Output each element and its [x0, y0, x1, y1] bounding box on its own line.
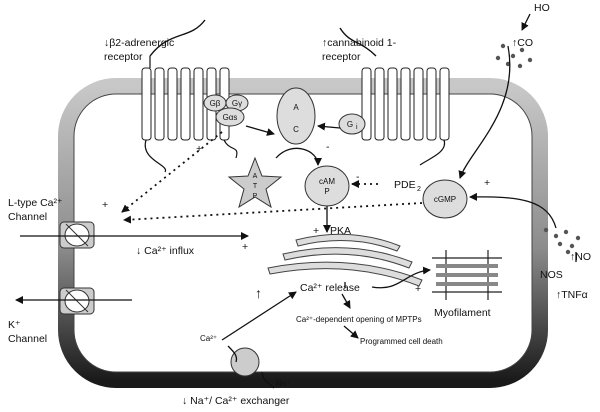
ca-influx-label: ↓ Ca²⁺ influx: [136, 245, 195, 257]
ca-release-label: Ca²⁺ release: [300, 282, 360, 294]
pka-label: PKA: [330, 225, 351, 237]
atp-to-camp-arrow: [275, 147, 322, 166]
atp-a: A: [253, 173, 258, 180]
no-label: ↑NO: [570, 251, 591, 263]
mptp-to-death-arrow: [343, 325, 359, 339]
ca-to-release-arrow: [221, 291, 297, 341]
co-label: ↑CO: [512, 37, 533, 49]
l-type-ca-channel: [59, 221, 95, 249]
plus-pka: +: [313, 225, 319, 237]
plus-myofilament: +: [415, 283, 421, 295]
l-type-label: L-type Ca²⁺: [8, 197, 63, 209]
co-to-cgmp-arrow: [458, 45, 511, 179]
pde-sub-label: 2: [417, 186, 421, 193]
k-channel: [59, 287, 95, 315]
atp-p: P: [253, 193, 258, 200]
cgmp-label: cGMP: [434, 195, 456, 204]
beta2-label-2: receptor: [104, 51, 143, 63]
camp-label: cAM: [319, 177, 335, 186]
l-type-label-2: Channel: [8, 211, 47, 223]
minus-pde: -: [356, 171, 360, 183]
cell-death-label: Programmed cell death: [360, 337, 443, 346]
gi-sub-label: i: [356, 124, 358, 131]
plus-gs: +: [196, 143, 202, 155]
g-gamma-label: Gγ: [232, 99, 242, 108]
gs-protein: [203, 94, 249, 127]
sarcoplasmic-reticulum: [267, 233, 423, 287]
k-channel-label: K⁺: [8, 319, 21, 331]
atp-t: T: [253, 183, 258, 190]
gi-protein: [338, 113, 366, 135]
co-molecules: [495, 43, 533, 69]
na-ion-label: Na⁺: [276, 379, 290, 388]
cb1-label: ↑cannabinoid 1-: [322, 37, 397, 49]
release-to-myofilament-arrow: [371, 266, 431, 289]
nos-label: NOS: [540, 269, 563, 281]
plus-cgmp: +: [484, 177, 490, 189]
ac-label-a: A: [293, 103, 299, 112]
exchanger-ca-arrow: [227, 345, 238, 363]
myofilament-label: Myofilament: [434, 307, 491, 319]
ho-to-co-arrow: [521, 13, 531, 31]
no-molecules: [543, 227, 581, 255]
ac-label-c: C: [293, 125, 299, 134]
na-ca-exchanger: [230, 347, 260, 377]
mptp-label: Ca²⁺-dependent opening of MPTPs: [296, 315, 422, 324]
atp-star: [227, 156, 283, 209]
release-to-mptp-arrow: [341, 293, 351, 309]
ca-ion-label: Ca²⁺: [200, 334, 217, 343]
plus-influx: +: [242, 241, 248, 253]
camp-circle: [304, 165, 350, 207]
pde-label: PDE: [394, 179, 416, 191]
gs-to-ac-arrow: [245, 125, 275, 136]
tnf-label: ↑TNFα: [556, 289, 588, 301]
plus-ltype: +: [102, 199, 108, 211]
gi-to-ac-arrow: [317, 122, 341, 131]
k-channel-label-2: Channel: [8, 333, 47, 345]
myofilament: [432, 250, 502, 300]
g-alpha-s-label: Gαs: [223, 113, 238, 122]
ho-label: HO: [534, 2, 550, 14]
cb1-receptor: [339, 27, 450, 166]
up-arrow-release: ↑: [255, 285, 262, 301]
cb1-label-2: receptor: [322, 51, 361, 63]
no-to-cgmp-arrow: [469, 192, 557, 229]
g-beta-label: Gβ: [210, 99, 221, 108]
gi-label: G: [347, 120, 353, 129]
camp-label-p: P: [324, 187, 329, 196]
cgmp-circle: [422, 179, 468, 219]
minus-gi: -: [326, 141, 330, 153]
cgmp-to-ltype-dotted: [123, 202, 423, 224]
adenylyl-cyclase: [276, 87, 316, 145]
beta2-label: ↓β2-adrenergic: [104, 37, 174, 49]
exchanger-label: ↓ Na⁺/ Ca²⁺ exchanger: [182, 395, 290, 407]
exchanger-na-arrow: [261, 371, 275, 389]
